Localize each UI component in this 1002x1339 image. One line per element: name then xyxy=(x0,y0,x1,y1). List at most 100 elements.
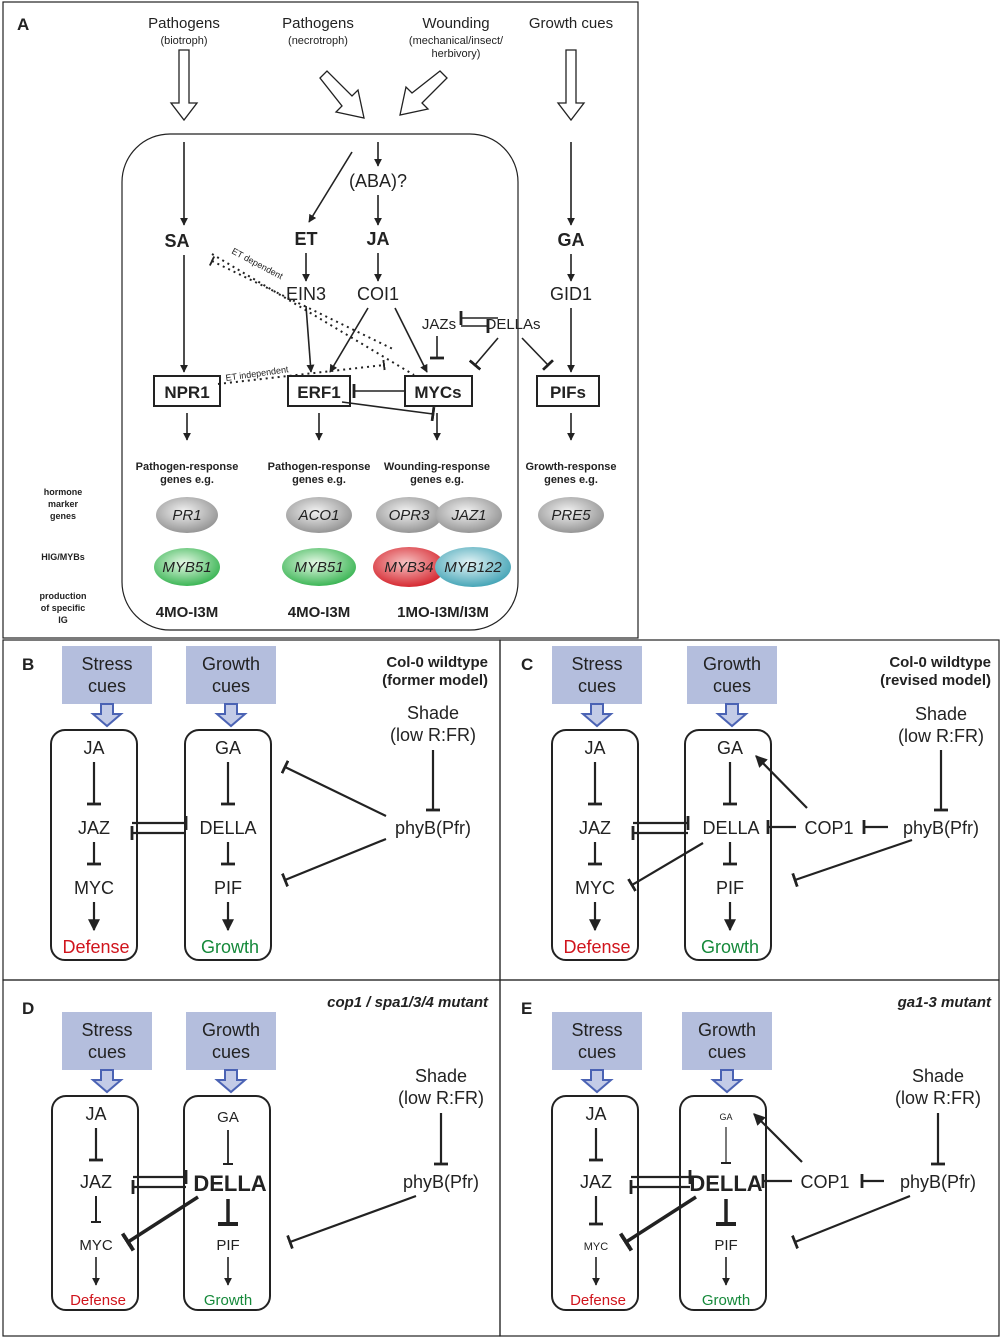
node-ga: GA xyxy=(558,230,585,250)
gene-myb51-b-ellipse xyxy=(282,548,356,586)
growth-cue-arrow xyxy=(214,1069,248,1094)
node-npr1: NPR1 xyxy=(164,383,209,402)
inhibit-della-myc xyxy=(120,1195,199,1252)
panel-e-letter: E xyxy=(521,999,532,1018)
stress-cues-line1: Stress xyxy=(81,1020,132,1040)
inhibit-dellas-mycs xyxy=(468,337,499,371)
panel-d-title-1: cop1 / spa1/3/4 mutant xyxy=(327,994,489,1011)
stress-cues-line1: Stress xyxy=(81,654,132,674)
growth-cues-line1: Growth xyxy=(202,1020,260,1040)
hollow-arrow-necrotroph xyxy=(319,70,365,119)
gene-myb34: MYB34 xyxy=(384,559,433,576)
node-ja: JA xyxy=(585,1104,606,1124)
gene-pre5-ellipse xyxy=(538,497,604,533)
panel-e-frame xyxy=(499,979,1000,1337)
note-et-independent: ET independent xyxy=(225,364,290,383)
hollow-arrow-growth xyxy=(556,49,586,122)
defense-module-box xyxy=(551,729,639,961)
product-1: 4MO-I3M xyxy=(156,604,219,621)
gene-myb51-b: MYB51 xyxy=(294,559,343,576)
edge-necro-et xyxy=(308,151,353,223)
growth-cues-box xyxy=(186,1012,276,1070)
input-pathogens-necrotroph-title: Pathogens xyxy=(282,15,354,32)
node-jaz: JAZ xyxy=(78,818,110,838)
cell-box xyxy=(121,133,519,631)
node-ein3: EIN3 xyxy=(286,284,326,304)
gene-myb34-ellipse xyxy=(373,547,445,587)
node-ga: GA xyxy=(215,738,241,758)
stress-cues-line2: cues xyxy=(578,676,616,696)
growth-cues-line2: cues xyxy=(713,676,751,696)
gene-myb122: MYB122 xyxy=(444,559,502,576)
node-della: DELLA xyxy=(702,818,759,838)
growth-cues-box xyxy=(186,646,276,704)
panel-a-letter: A xyxy=(17,15,29,34)
shade-line2: (low R:FR) xyxy=(390,725,476,745)
growth-module-box xyxy=(684,729,772,961)
node-cop1: COP1 xyxy=(800,1172,849,1192)
edge-coi1-mycs xyxy=(394,307,428,373)
shade-line2: (low R:FR) xyxy=(398,1088,484,1108)
panel-a: A Pathogens (biotroph) Pathogens (necrot… xyxy=(2,1,639,639)
gene-jaz1-ellipse xyxy=(436,497,502,533)
resp-wounding-l1: Wounding-response xyxy=(384,461,490,473)
growth-module-box xyxy=(184,729,272,961)
product-2: 4MO-I3M xyxy=(288,604,351,621)
resp-growth-l1: Growth-response xyxy=(525,461,616,473)
node-phyb: phyB(Pfr) xyxy=(900,1172,976,1192)
row-label-marker-l3: genes xyxy=(50,511,76,521)
node-dellas: DELLAs xyxy=(485,316,540,333)
input-wounding-sub2: herbivory) xyxy=(432,48,481,60)
input-wounding-title: Wounding xyxy=(422,15,489,32)
node-della: DELLA xyxy=(199,818,256,838)
defense-module-box xyxy=(51,1095,139,1311)
gene-pre5: PRE5 xyxy=(551,507,591,524)
node-pifs: PIFs xyxy=(550,383,586,402)
stress-cues-box xyxy=(62,1012,152,1070)
input-pathogens-biotroph-sub: (biotroph) xyxy=(160,35,207,47)
panel-c: C Col-0 wildtype (revised model) Stress … xyxy=(521,646,991,961)
growth-cues-box xyxy=(687,646,777,704)
gene-pr1: PR1 xyxy=(172,507,201,524)
growth-module-box xyxy=(183,1095,271,1311)
node-ga: GA xyxy=(719,1112,732,1122)
inhibit-phyb-pif xyxy=(791,838,913,888)
gene-aco1-ellipse xyxy=(286,497,352,533)
input-pathogens-biotroph-title: Pathogens xyxy=(148,15,220,32)
dotted-sa-mycs-2 xyxy=(211,253,415,376)
stress-cues-line2: cues xyxy=(88,676,126,696)
growth-cues-line2: cues xyxy=(708,1042,746,1062)
hollow-arrow-wounding xyxy=(399,70,448,116)
gene-myb122-ellipse xyxy=(435,547,511,587)
activate-cop1-ga xyxy=(753,1113,803,1163)
inhibit-phyb-pif xyxy=(281,837,387,888)
stress-cue-arrow xyxy=(580,1069,614,1094)
node-mycs: MYCs xyxy=(414,383,461,402)
panel-d-letter: D xyxy=(22,999,34,1018)
node-phyb: phyB(Pfr) xyxy=(395,818,471,838)
dotted-sa-mycs xyxy=(208,256,396,351)
node-sa: SA xyxy=(164,231,189,251)
node-myc: MYC xyxy=(575,878,615,898)
node-pif: PIF xyxy=(216,1237,239,1254)
row-label-prod-l2: of specific xyxy=(41,603,86,613)
node-growth: Growth xyxy=(201,937,259,957)
panel-d: D cop1 / spa1/3/4 mutant Stress cues Gro… xyxy=(22,994,489,1311)
gene-myb51-a-ellipse xyxy=(154,548,220,586)
node-phyb: phyB(Pfr) xyxy=(903,818,979,838)
resp-growth-l2: genes e.g. xyxy=(544,474,598,486)
panel-b-title-2: (former model) xyxy=(382,672,488,689)
inhibit-phyb-della xyxy=(280,760,387,817)
box-mycs xyxy=(404,375,473,407)
product-3: 1MO-I3M/I3M xyxy=(397,604,489,621)
box-npr1 xyxy=(153,375,221,407)
node-ga: GA xyxy=(717,738,743,758)
resp-pathogen2-l2: genes e.g. xyxy=(292,474,346,486)
shade-line1: Shade xyxy=(912,1066,964,1086)
node-growth: Growth xyxy=(702,1292,750,1309)
node-cop1: COP1 xyxy=(804,818,853,838)
node-ja: JA xyxy=(366,229,389,249)
node-della: DELLA xyxy=(689,1171,762,1196)
shade-line2: (low R:FR) xyxy=(898,726,984,746)
node-ja: JA xyxy=(85,1104,106,1124)
